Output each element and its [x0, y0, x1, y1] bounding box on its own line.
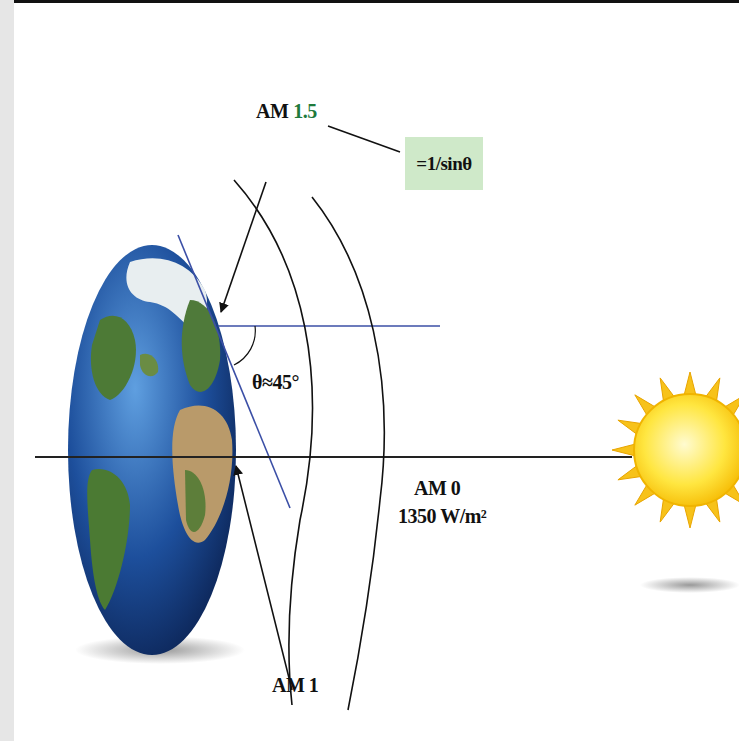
formula-text: =1/sinθ [416, 153, 471, 175]
air-mass-label: AM [256, 100, 288, 122]
air-mass-label: AM 0 [414, 477, 460, 499]
angle-label: θ≈45° [252, 371, 299, 393]
air-mass-value: 1.5 [293, 100, 317, 122]
irradiance-label: 1350 W/m² [398, 505, 486, 527]
formula-box: =1/sinθ [405, 137, 483, 190]
air-mass-label: AM 1 [272, 674, 318, 696]
